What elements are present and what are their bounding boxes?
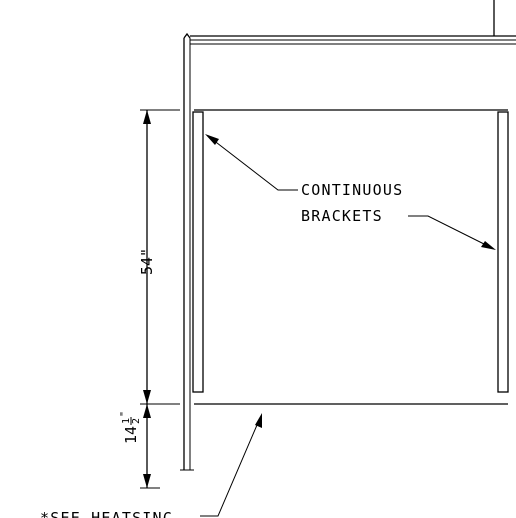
continuous-label: CONTINUOUS	[301, 181, 403, 199]
cabinet-outline	[180, 0, 516, 471]
dimension-54: 54"	[138, 110, 156, 404]
brackets-label: BRACKETS	[301, 207, 383, 225]
extension-lines	[140, 109, 180, 489]
heatsink-leader	[200, 413, 262, 517]
dimension-14-inch: "	[119, 411, 130, 417]
continuous-brackets-leaders	[205, 134, 496, 250]
right-bracket	[497, 111, 509, 393]
door-opening	[194, 109, 508, 405]
left-bracket	[192, 111, 204, 393]
dimension-14-numerator: 1	[121, 418, 132, 424]
dimension-14-denominator: 2	[131, 418, 142, 424]
dimension-54-label: 54"	[138, 248, 156, 275]
dimension-14-whole: 14	[122, 426, 140, 444]
see-heatsink-note: *SEE HEATSINC	[40, 509, 173, 518]
dimension-14-5: 14 1 2 "	[119, 404, 151, 488]
